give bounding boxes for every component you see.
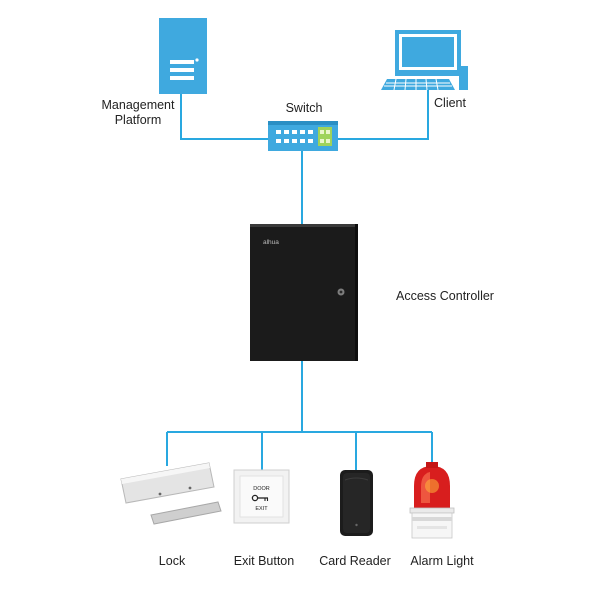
- key-icon: [251, 494, 269, 502]
- card-reader-icon: [340, 470, 373, 536]
- label-alarm-light: Alarm Light: [410, 554, 474, 568]
- exit-plate-exit-text: EXIT: [255, 506, 268, 512]
- label-switch: Switch: [285, 101, 323, 115]
- desktop-computer-icon: [381, 30, 468, 91]
- controller-brand-logo: alhua: [263, 239, 279, 246]
- access-controller-icon: alhua: [250, 224, 358, 361]
- label-lock: Lock: [158, 554, 186, 568]
- label-access-controller: Access Controller: [396, 289, 494, 303]
- link-platform-switch: [180, 94, 268, 140]
- label-client: Client: [434, 96, 466, 110]
- label-management-platform-line2: Platform: [114, 113, 162, 127]
- label-management-platform: Management Platform: [99, 98, 177, 128]
- exit-button-icon: DOOR EXIT: [233, 469, 290, 524]
- label-card-reader: Card Reader: [319, 554, 391, 568]
- magnetic-lock-icon: [120, 462, 222, 525]
- network-switch-icon: [268, 121, 338, 151]
- connection-lines: [166, 80, 433, 470]
- alarm-light-icon: [409, 462, 455, 539]
- label-exit-button: Exit Button: [233, 554, 295, 568]
- label-management-platform-line1: Management: [101, 98, 175, 112]
- exit-plate-door-text: DOOR: [253, 486, 270, 492]
- link-client-switch: [338, 80, 429, 140]
- server-icon: [159, 18, 207, 94]
